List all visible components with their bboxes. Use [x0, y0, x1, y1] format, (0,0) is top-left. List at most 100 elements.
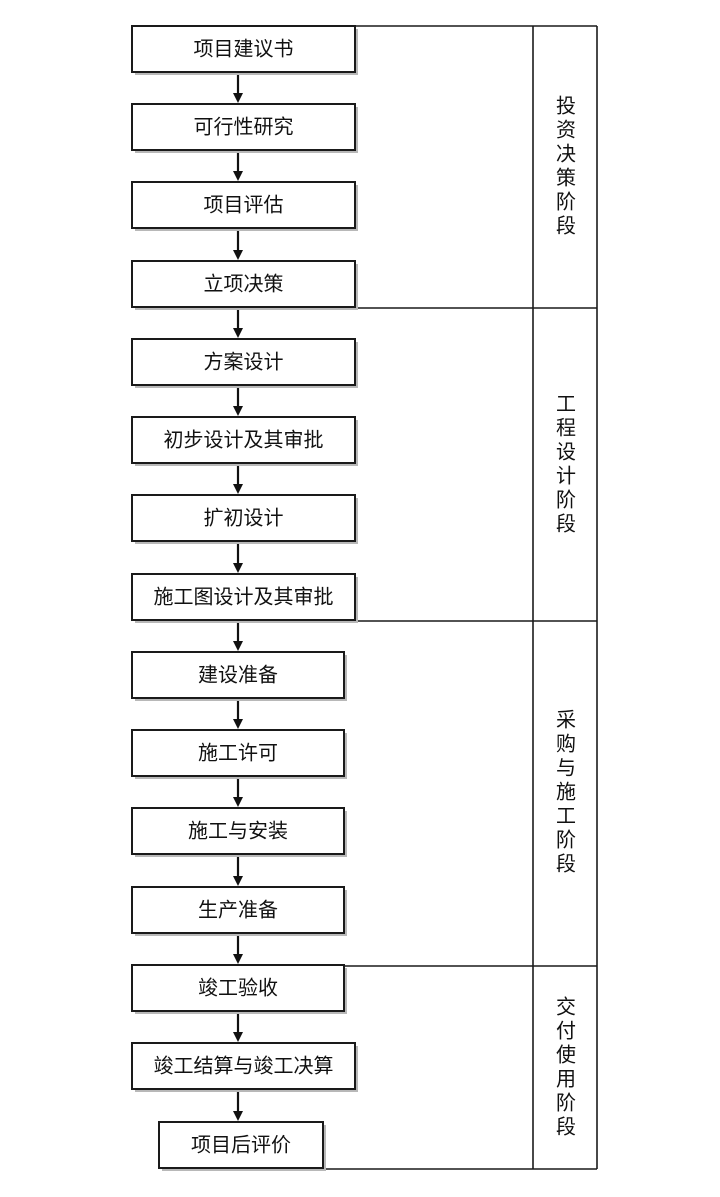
step-label: 建设准备 [198, 663, 278, 687]
phase-label-char: 阶 [556, 1091, 576, 1115]
phase-label-char: 设 [556, 440, 576, 464]
step-label: 竣工验收 [198, 976, 278, 1000]
phase-label-char: 决 [556, 142, 576, 166]
step-box: 项目评估 [131, 181, 358, 231]
step-box: 生产准备 [131, 886, 347, 936]
arrow-head [233, 1032, 243, 1042]
step-label: 生产准备 [198, 898, 278, 922]
phase-label-char: 策 [556, 166, 576, 190]
phase-label-char: 阶 [556, 488, 576, 512]
flow-arrow [233, 776, 243, 807]
arrow-head [233, 250, 243, 260]
phase-label-char: 计 [556, 464, 576, 488]
arrow-head [233, 93, 243, 103]
step-box: 可行性研究 [131, 103, 358, 153]
step-box-border [131, 573, 356, 621]
phase-label-char: 段 [556, 512, 576, 536]
flow-arrow [233, 463, 243, 494]
step-box: 竣工结算与竣工决算 [131, 1042, 358, 1092]
phase-label-char: 工 [556, 392, 576, 416]
flow-arrow [233, 698, 243, 729]
step-box-border [131, 886, 345, 934]
step-label: 扩初设计 [204, 506, 284, 530]
step-box: 扩初设计 [131, 494, 358, 544]
phase-label-char: 使 [556, 1043, 576, 1067]
phase-label-char: 段 [556, 214, 576, 238]
step-label: 项目评估 [204, 193, 284, 217]
step-label: 施工与安装 [188, 819, 288, 843]
arrow-head [233, 1111, 243, 1121]
step-label: 项目建议书 [194, 37, 294, 61]
flow-arrows [233, 72, 243, 1121]
flow-arrow [233, 620, 243, 651]
step-box: 项目后评价 [158, 1121, 326, 1171]
arrow-head [233, 406, 243, 416]
step-box: 初步设计及其审批 [131, 416, 358, 466]
step-label: 项目后评价 [191, 1133, 291, 1157]
step-box-border [131, 494, 356, 542]
phase-label-char: 阶 [556, 828, 576, 852]
step-box-border [131, 964, 345, 1012]
step-box: 立项决策 [131, 260, 358, 310]
step-box-border [131, 181, 356, 229]
step-label: 施工许可 [198, 741, 278, 765]
step-box-border [131, 1042, 356, 1090]
flow-arrow [233, 307, 243, 338]
phase-label-char: 采 [556, 708, 576, 732]
arrow-head [233, 876, 243, 886]
step-label: 立项决策 [204, 272, 284, 296]
step-box: 方案设计 [131, 338, 358, 388]
step-box: 施工许可 [131, 729, 347, 779]
phase-label-char: 购 [556, 732, 576, 756]
step-label: 初步设计及其审批 [164, 428, 324, 452]
step-box: 施工图设计及其审批 [131, 573, 358, 623]
step-box-border [131, 416, 356, 464]
flow-arrow [233, 1011, 243, 1042]
step-box-border [131, 651, 345, 699]
phase-label-char: 段 [556, 1115, 576, 1139]
phase-label-char: 付 [556, 1019, 576, 1043]
arrow-head [233, 797, 243, 807]
phase-label-char: 资 [556, 118, 576, 142]
arrow-head [233, 328, 243, 338]
step-box: 项目建议书 [131, 25, 358, 75]
step-box-border [131, 729, 345, 777]
step-box-border [131, 103, 356, 151]
step-box-border [131, 25, 356, 73]
phase-label-char: 投 [556, 94, 576, 118]
flow-arrow [233, 854, 243, 886]
flow-arrow [233, 150, 243, 181]
step-box-border [131, 260, 356, 308]
step-box: 施工与安装 [131, 807, 347, 857]
flow-arrow [233, 72, 243, 103]
step-box-border [131, 338, 356, 386]
flow-arrow [233, 228, 243, 260]
arrow-head [233, 563, 243, 573]
arrow-head [233, 954, 243, 964]
phase-label-char: 段 [556, 852, 576, 876]
phase-label-char: 程 [556, 416, 576, 440]
step-box: 竣工验收 [131, 964, 347, 1014]
phase-label-char: 工 [556, 804, 576, 828]
step-box: 建设准备 [131, 651, 347, 701]
phase-label-char: 与 [556, 756, 576, 780]
phase-label-char: 阶 [556, 190, 576, 214]
arrow-head [233, 641, 243, 651]
flow-arrow [233, 385, 243, 416]
step-box-border [158, 1121, 324, 1169]
step-boxes: 项目建议书可行性研究项目评估立项决策方案设计初步设计及其审批扩初设计施工图设计及… [131, 25, 358, 1171]
arrow-head [233, 484, 243, 494]
step-label: 竣工结算与竣工决算 [154, 1054, 334, 1078]
phase-label-char: 施 [556, 780, 576, 804]
phase-label-char: 交 [556, 995, 576, 1019]
flow-arrow [233, 541, 243, 573]
flow-arrow [233, 1089, 243, 1121]
phase-label-char: 用 [556, 1067, 576, 1091]
step-label: 施工图设计及其审批 [154, 585, 334, 609]
